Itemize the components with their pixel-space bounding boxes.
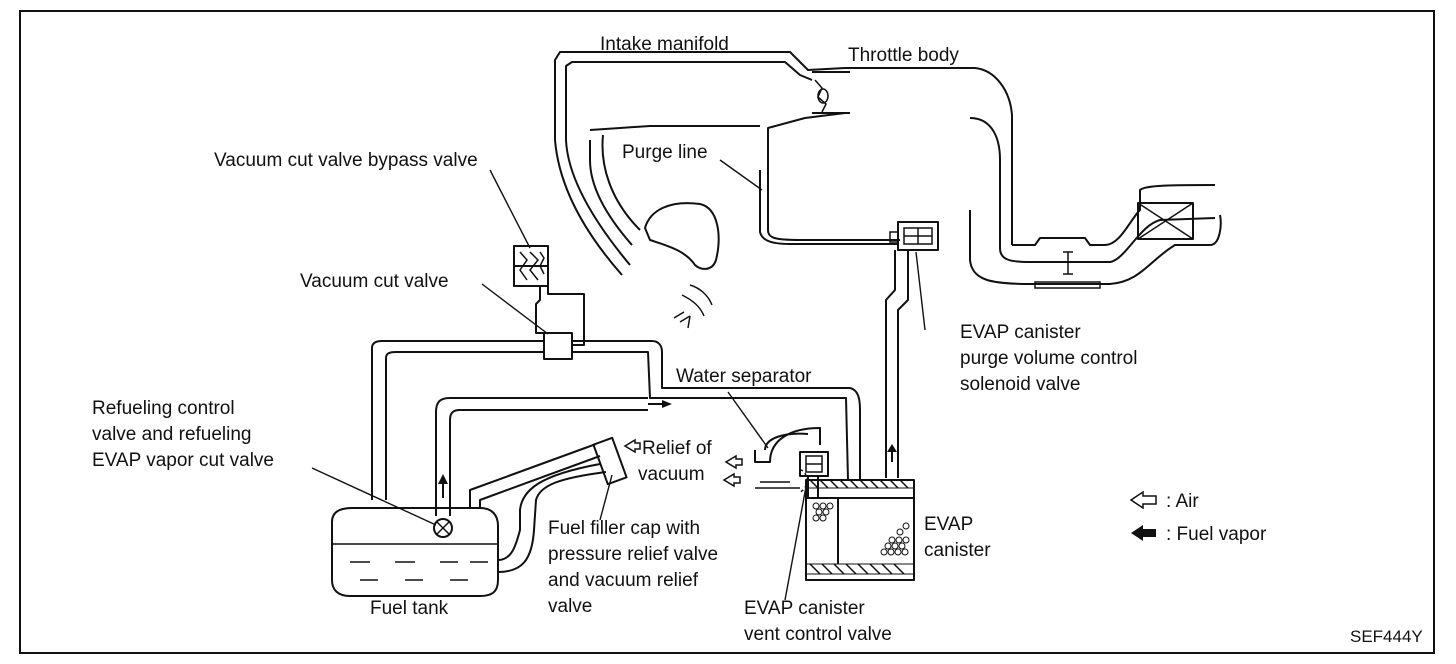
label-vacuum-cut-valve: Vacuum cut valve: [300, 271, 449, 292]
label-vent-control-valve-1: EVAP canister: [744, 598, 865, 619]
label-purge-volume-control-1: EVAP canister: [960, 322, 1081, 343]
water-separator: [754, 427, 821, 493]
intake-system: [554, 51, 1222, 289]
label-evap-canister-2: canister: [924, 540, 991, 561]
label-water-separator: Water separator: [676, 366, 812, 387]
label-purge-volume-control-2: purge volume control: [960, 348, 1137, 369]
label-throttle-body: Throttle body: [848, 45, 959, 66]
evap-canister: [805, 476, 915, 581]
air-legend-icon: [1129, 490, 1157, 510]
air-arrows: [623, 438, 743, 488]
label-vacuum-cut-valve-bypass-valve: Vacuum cut valve bypass valve: [214, 150, 478, 171]
evap-vent-control-valve: [799, 451, 829, 477]
filler-neck: [469, 436, 628, 573]
label-vent-control-valve-2: vent control valve: [744, 624, 892, 645]
purge-solenoid-valve: [885, 221, 939, 478]
label-fuel-filler-cap-1: Fuel filler cap with: [548, 518, 700, 539]
fuel-tank: [331, 507, 499, 597]
vacuum-cut-valve-bypass: [513, 245, 549, 287]
label-refueling-control-2: valve and refueling: [92, 424, 252, 445]
fuel-vapor-arrow-top: [662, 400, 672, 408]
label-relief-of-vacuum-1: Relief of: [642, 438, 712, 459]
fuel-vapor-legend-icon: [1131, 525, 1156, 541]
label-intake-manifold: Intake manifold: [600, 34, 729, 55]
vacuum-cut-valve: [535, 286, 585, 360]
leader-lines: [311, 159, 926, 601]
label-fuel-filler-cap-4: valve: [548, 596, 592, 617]
label-refueling-control-1: Refueling control: [92, 398, 235, 419]
fuel-vapor-arrow-tank: [438, 474, 448, 484]
label-evap-canister-1: EVAP: [924, 514, 973, 535]
label-purge-line: Purge line: [622, 142, 708, 163]
label-relief-of-vacuum-2: vacuum: [638, 464, 705, 485]
label-fuel-filler-cap-3: and vacuum relief: [548, 570, 699, 591]
fuel-vapor-arrow-upper: [887, 444, 897, 452]
label-fuel-filler-cap-2: pressure relief valve: [548, 544, 718, 565]
label-fuel-tank: Fuel tank: [370, 598, 449, 619]
legend-air-label: : Air: [1166, 491, 1199, 512]
label-refueling-control-3: EVAP vapor cut valve: [92, 450, 274, 471]
diagram-frame: [19, 10, 1435, 654]
purge-line-pipe: [589, 134, 898, 246]
engine-head: [644, 202, 720, 329]
vapor-pipes: [371, 340, 861, 516]
figure-code: SEF444Y: [1350, 627, 1423, 646]
label-purge-volume-control-3: solenoid valve: [960, 374, 1080, 395]
legend-fuel-vapor-label: : Fuel vapor: [1166, 524, 1267, 545]
legend: : Air : Fuel vapor: [1129, 490, 1267, 545]
